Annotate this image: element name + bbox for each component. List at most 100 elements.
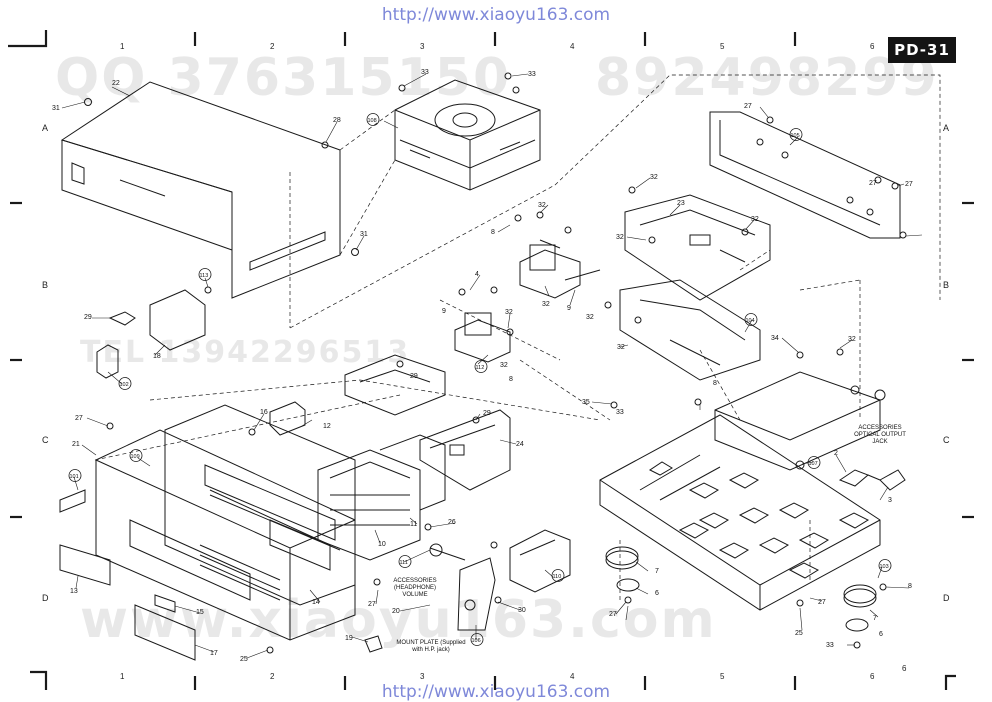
bottom-chassis xyxy=(599,414,881,611)
watermark-url-bottom[interactable]: http://www.xiaoyu163.com xyxy=(381,682,611,702)
callout-32: 32 xyxy=(751,216,759,223)
power-cord xyxy=(838,469,906,491)
watermark-tel: TEL 13942296513 xyxy=(80,335,411,370)
guide-lines xyxy=(94,74,941,600)
grid-column-top-2: 2 xyxy=(270,42,275,51)
cd-mechanism xyxy=(394,79,541,191)
callout-circle-112 xyxy=(474,360,488,373)
callout-11: 11 xyxy=(410,521,417,528)
callout-15: 15 xyxy=(196,609,204,616)
callout-circle-103 xyxy=(878,559,892,572)
callout-109: 109 xyxy=(131,454,140,460)
callout-107: 107 xyxy=(809,461,818,467)
callout-8: 8 xyxy=(509,376,513,383)
callout-13: 13 xyxy=(70,588,78,595)
callout-33: 33 xyxy=(421,69,429,76)
callout-108: 108 xyxy=(368,118,377,124)
callout-31: 31 xyxy=(360,231,368,238)
callout-16: 16 xyxy=(260,409,268,416)
grid-column-bottom-6: 6 xyxy=(870,672,875,681)
upper-chassis xyxy=(714,371,886,471)
callout-8: 8 xyxy=(908,583,912,590)
callout-24: 24 xyxy=(516,441,524,448)
callout-circle-104 xyxy=(744,313,758,326)
callout-circle-109 xyxy=(129,449,143,462)
grid-row-right-c: C xyxy=(943,435,950,445)
display-bracket xyxy=(344,354,446,416)
callout-26: 26 xyxy=(448,519,456,526)
model-title-box: PD-31 xyxy=(888,37,956,63)
callout-10: 10 xyxy=(378,541,386,548)
callout-110: 110 xyxy=(553,574,562,580)
grid-column-bottom-2: 2 xyxy=(270,672,275,681)
callout-27: 27 xyxy=(609,611,617,618)
small-parts xyxy=(59,289,383,661)
note-headphone-volume: ACCESSORIES (HEADPHONE) VOLUME xyxy=(393,578,437,598)
subchassis-104 xyxy=(619,279,761,381)
callout-32: 32 xyxy=(538,202,546,209)
watermark-url-top[interactable]: http://www.xiaoyu163.com xyxy=(381,5,611,25)
callout-27: 27 xyxy=(869,180,877,187)
grid-column-bottom-4: 4 xyxy=(570,672,575,681)
screws xyxy=(84,72,907,654)
callout-32: 32 xyxy=(848,336,856,343)
grid-column-bottom-5: 5 xyxy=(720,672,725,681)
callout-32: 32 xyxy=(505,309,513,316)
grid-column-bottom-3: 3 xyxy=(420,672,425,681)
callout-32: 32 xyxy=(500,362,508,369)
callout-circle-108 xyxy=(366,113,380,126)
callout-27: 27 xyxy=(744,103,752,110)
callout-104: 104 xyxy=(746,318,755,324)
callout-33: 33 xyxy=(616,409,624,416)
grid-row-left-c: C xyxy=(42,435,49,445)
callout-31: 31 xyxy=(52,105,60,112)
grid-column-top-3: 3 xyxy=(420,42,425,51)
callout-112: 112 xyxy=(476,365,485,371)
callout-19: 19 xyxy=(345,635,353,642)
grid-column-bottom-1: 1 xyxy=(120,672,125,681)
callout-34: 34 xyxy=(771,335,779,342)
feet xyxy=(605,546,877,632)
callout-9: 9 xyxy=(567,305,571,312)
callout-circle-105 xyxy=(789,128,803,141)
callout-25: 25 xyxy=(795,630,803,637)
callout-102: 102 xyxy=(120,382,129,388)
main-pcb xyxy=(624,194,771,301)
grid-row-left-d: D xyxy=(42,593,49,603)
callout-8: 8 xyxy=(491,229,495,236)
callout-3: 3 xyxy=(888,497,892,504)
watermark-site: www.xiaoyu163.com xyxy=(80,590,717,650)
headphone-bracket xyxy=(429,543,496,631)
callout-101: 101 xyxy=(70,474,79,480)
callout-6: 6 xyxy=(655,590,659,597)
callout-32: 32 xyxy=(650,174,658,181)
callout-29: 29 xyxy=(84,314,92,321)
callout-28: 28 xyxy=(333,117,341,124)
callout-105: 105 xyxy=(791,133,800,139)
grid-column-top-5: 5 xyxy=(720,42,725,51)
watermark-number: 892498299 xyxy=(595,48,939,108)
leader-lines xyxy=(61,73,923,659)
callout-7: 7 xyxy=(873,615,877,622)
grid-column-top-1: 1 xyxy=(120,42,125,51)
callout-18: 18 xyxy=(153,353,161,360)
callout-circle-111 xyxy=(398,555,412,568)
grid-row-right-d: D xyxy=(943,593,950,603)
callout-27: 27 xyxy=(905,181,913,188)
callout-106: 106 xyxy=(472,638,481,644)
pcb-24 xyxy=(419,409,511,491)
callout-21: 21 xyxy=(72,441,80,448)
callout-113: 113 xyxy=(200,273,209,279)
callout-32: 32 xyxy=(617,344,625,351)
grid-column-top-4: 4 xyxy=(570,42,575,51)
transformer-4 xyxy=(454,312,511,363)
callout-33: 33 xyxy=(528,71,536,78)
callout-12: 12 xyxy=(323,423,331,430)
callout-27: 27 xyxy=(368,601,376,608)
callout-circle-110 xyxy=(551,569,565,582)
callout-9: 9 xyxy=(442,308,446,315)
top-cover xyxy=(60,81,341,299)
transformer-9 xyxy=(519,239,601,299)
callout-17: 17 xyxy=(210,650,218,657)
callout-14: 14 xyxy=(312,599,320,606)
